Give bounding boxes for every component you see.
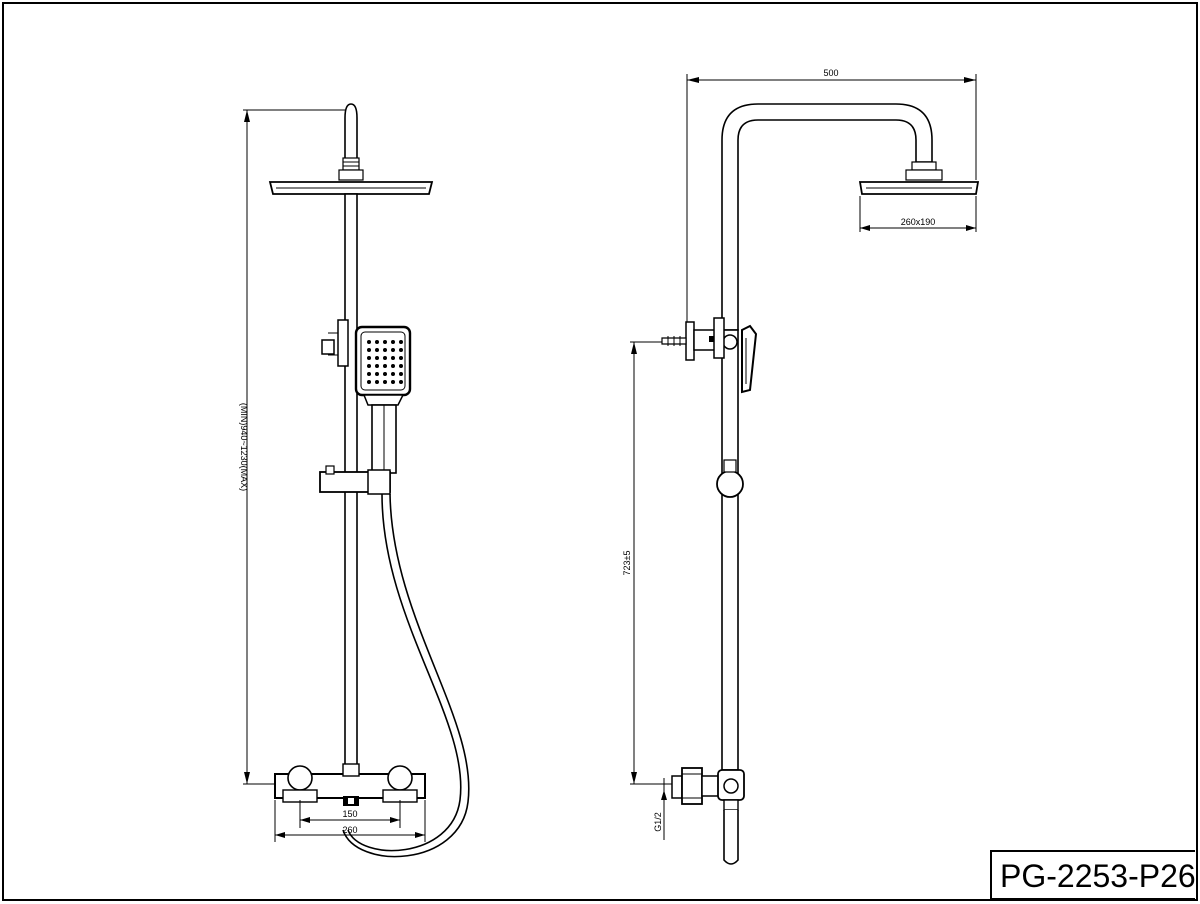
nozzle-dot <box>391 380 395 384</box>
nozzle-dot <box>391 348 395 352</box>
thermostatic-mixer <box>274 763 426 806</box>
shower-hose-outer <box>347 493 462 852</box>
nozzle-dot <box>367 372 371 376</box>
nozzle-dot <box>367 364 371 368</box>
arm-nut <box>342 157 360 171</box>
nozzle-dot <box>383 340 387 344</box>
side-head-nut <box>911 161 937 171</box>
nozzle-dot <box>399 380 403 384</box>
front-view: (MIN)940~1230(MAX) <box>239 103 470 858</box>
thread-label: G1/2 <box>653 812 663 832</box>
nozzle-dot <box>383 372 387 376</box>
overhead-shower-head <box>268 181 434 195</box>
nozzle-dot <box>391 372 395 376</box>
nozzle-dot <box>367 340 371 344</box>
side-riser-rail <box>721 329 739 771</box>
nozzle-dot <box>399 364 403 368</box>
wall-bracket <box>661 317 738 361</box>
side-hand-shower <box>741 324 758 394</box>
nozzle-dot <box>383 364 387 368</box>
shower-arm <box>344 103 358 170</box>
projection-label: 500 <box>823 68 838 78</box>
nozzle-dot <box>375 372 379 376</box>
part-number: PG-2253-P26 <box>1000 858 1195 894</box>
nozzle-dot <box>399 340 403 344</box>
hand-shower-nozzles <box>367 340 403 384</box>
nozzle-dot <box>375 340 379 344</box>
nozzle-dot <box>391 364 395 368</box>
outlet-height-label: 723±5 <box>622 551 632 576</box>
part-number-block: PG-2253-P26 <box>990 850 1195 900</box>
nozzle-dot <box>375 348 379 352</box>
head-size-label: 260x190 <box>901 217 936 227</box>
nozzle-dot <box>367 356 371 360</box>
width-dimensions: 150 260 <box>274 800 426 842</box>
hand-shower <box>354 325 412 474</box>
nozzle-dot <box>383 348 387 352</box>
thread-callout: G1/2 <box>653 778 667 840</box>
nozzle-dot <box>375 380 379 384</box>
nozzle-dot <box>399 348 403 352</box>
projection-dimension: 500 <box>686 68 977 330</box>
nozzle-dot <box>367 348 371 352</box>
valve-width-label: 260 <box>342 825 357 835</box>
nozzle-dot <box>383 380 387 384</box>
head-size-dimension: 260x190 <box>859 196 977 232</box>
slider-bracket <box>319 465 391 495</box>
head-connector <box>338 169 364 181</box>
nozzle-dot <box>367 380 371 384</box>
nozzle-dot <box>391 340 395 344</box>
side-view: 500 260x190 <box>622 68 980 865</box>
side-mixer <box>671 767 745 865</box>
side-slider-knob <box>716 470 744 498</box>
nozzle-dot <box>375 364 379 368</box>
outlet-height-dimension: 723±5 <box>622 341 672 785</box>
nozzle-dot <box>399 356 403 360</box>
nozzle-dot <box>375 356 379 360</box>
inlet-spacing-label: 150 <box>342 809 357 819</box>
side-shower-head <box>858 181 980 195</box>
upper-holder <box>321 319 349 367</box>
nozzle-dot <box>391 356 395 360</box>
nozzle-dot <box>383 356 387 360</box>
side-head-connector <box>905 169 943 181</box>
height-dimension: (MIN)940~1230(MAX) <box>239 109 345 785</box>
shower-hose-inner <box>342 493 470 858</box>
nozzle-dot <box>399 372 403 376</box>
height-dimension-label: (MIN)940~1230(MAX) <box>239 403 249 491</box>
